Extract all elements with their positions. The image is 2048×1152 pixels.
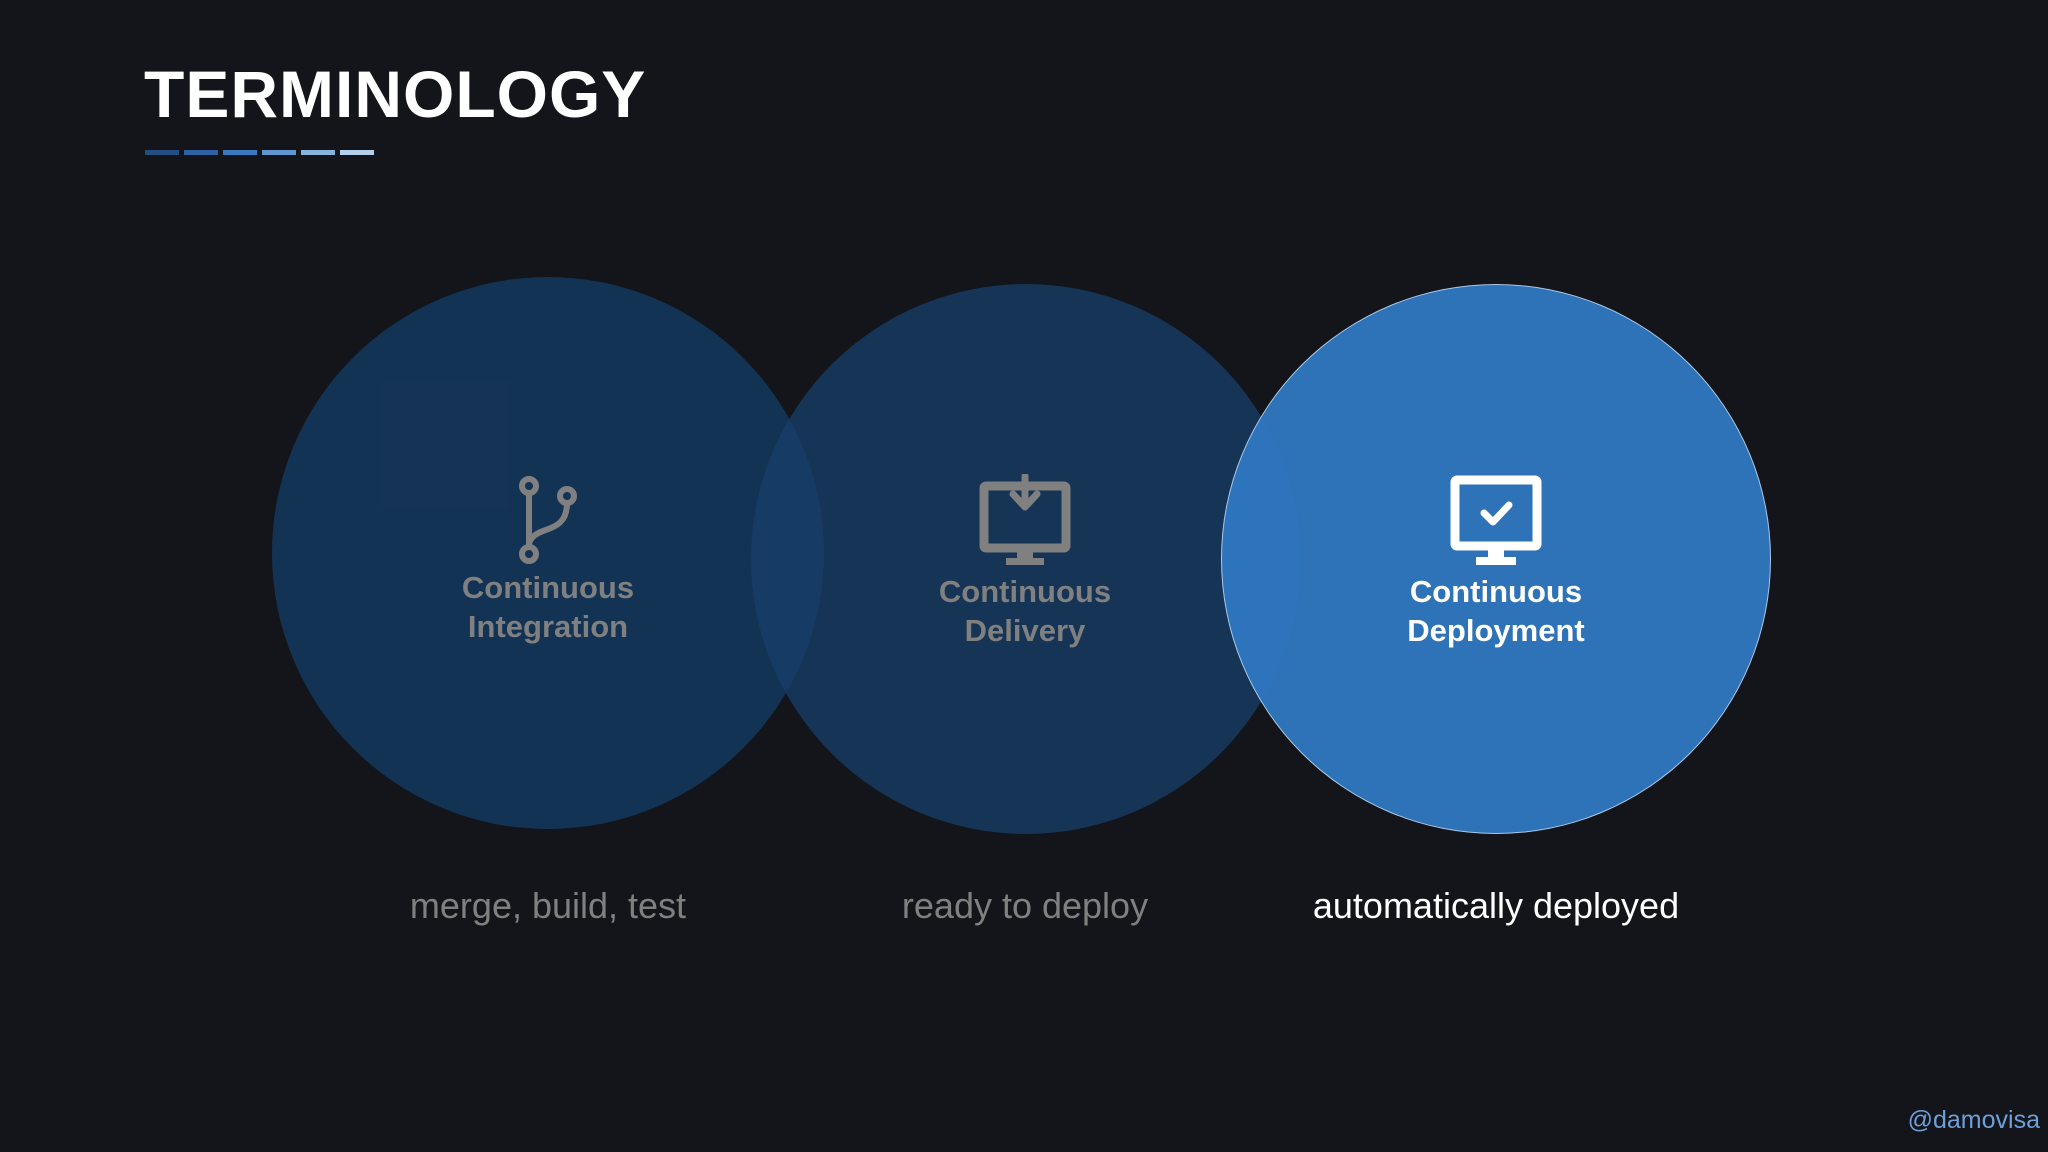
branch-icon [519,476,577,564]
underline-segment [184,150,218,155]
continuous-delivery-label: Continuous Delivery [875,572,1175,650]
author-handle[interactable]: @damovisa [1907,1106,2040,1134]
label-line-2: Delivery [964,613,1086,648]
continuous-deployment-label: Continuous Deployment [1346,572,1646,650]
continuous-integration-circle [272,277,824,829]
underline-segment [340,150,374,155]
monitor-check-icon [1450,475,1542,565]
label-line-1: Continuous [461,570,635,605]
monitor-download-icon [979,474,1071,565]
continuous-integration-label: Continuous Integration [398,568,698,646]
title-underline [145,150,374,155]
continuous-deployment-description: automatically deployed [1312,885,1680,926]
label-line-2: Deployment [1407,613,1585,648]
underline-segment [262,150,296,155]
underline-segment [301,150,335,155]
label-line-2: Integration [467,609,629,644]
continuous-integration-node: Continuous Integration [398,476,698,646]
underline-segment [145,150,179,155]
continuous-delivery-description: ready to deploy [901,885,1149,926]
underline-segment [223,150,257,155]
label-line-1: Continuous [1409,574,1583,609]
continuous-delivery-node: Continuous Delivery [875,474,1175,650]
continuous-integration-description: merge, build, test [409,885,687,926]
slide-title: TERMINOLOGY [144,57,647,131]
continuous-deployment-node: Continuous Deployment [1346,474,1646,650]
label-line-1: Continuous [938,574,1112,609]
